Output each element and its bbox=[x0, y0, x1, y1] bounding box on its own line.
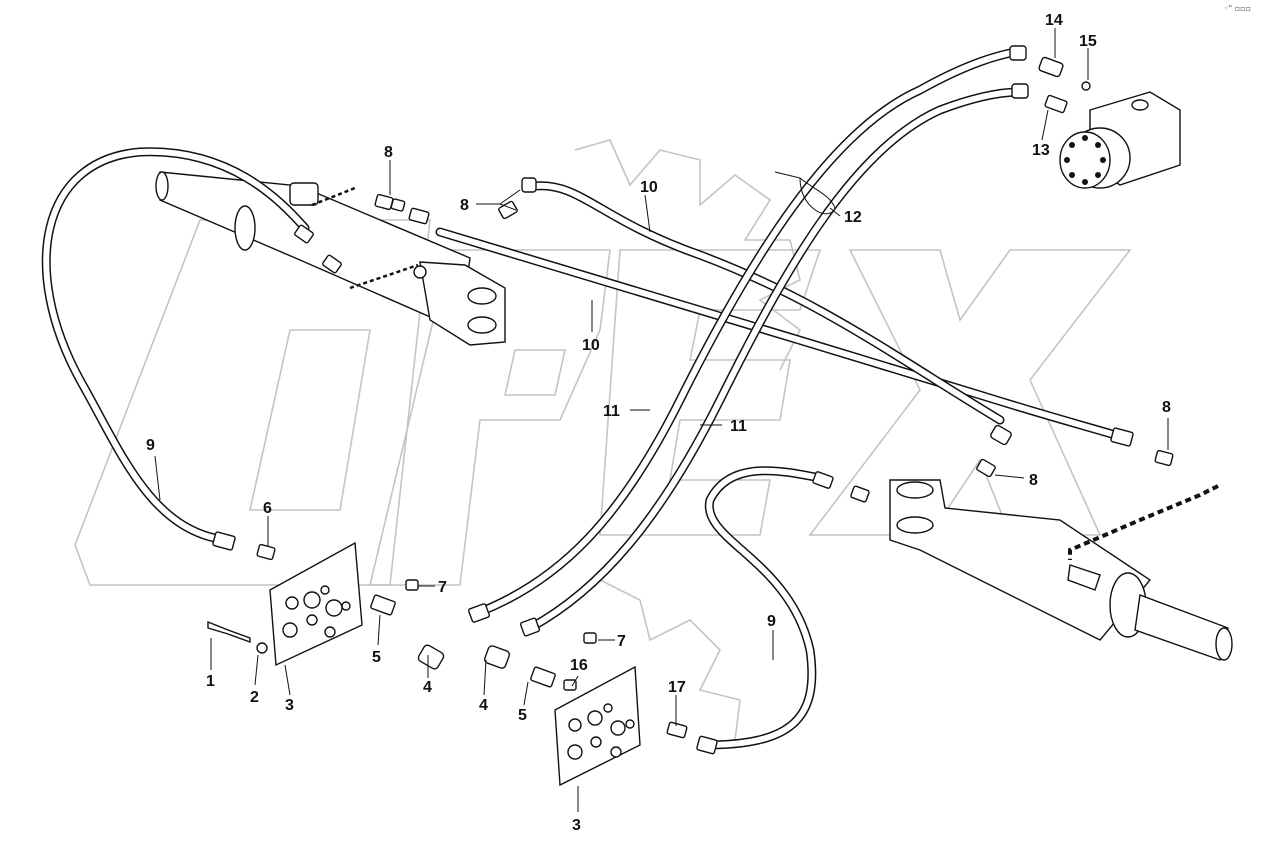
callouts: 1 2 3 3 4 4 5 5 6 7 7 8 8 8 8 9 9 10 10 … bbox=[146, 12, 1171, 834]
callout-3: 3 bbox=[285, 697, 294, 714]
callout-2: 2 bbox=[250, 689, 259, 706]
callout-6: 6 bbox=[263, 500, 272, 517]
watermark bbox=[74, 139, 1132, 741]
callout-12: 12 bbox=[844, 209, 862, 226]
callout-3: 3 bbox=[572, 817, 581, 834]
callout-7: 7 bbox=[617, 633, 626, 650]
callout-8: 8 bbox=[384, 144, 393, 161]
callout-11: 11 bbox=[730, 418, 747, 435]
callout-8: 8 bbox=[1162, 399, 1171, 416]
callout-14: 14 bbox=[1045, 12, 1063, 29]
fittings bbox=[207, 45, 1174, 755]
callout-9: 9 bbox=[146, 437, 155, 454]
upper-cylinder bbox=[155, 171, 506, 346]
callout-13: 13 bbox=[1032, 142, 1050, 159]
callout-10: 10 bbox=[582, 337, 600, 354]
hydraulic-motor bbox=[1059, 91, 1181, 189]
callout-7: 7 bbox=[438, 579, 447, 596]
lower-cylinder bbox=[889, 479, 1233, 661]
callout-10: 10 bbox=[640, 179, 658, 196]
callout-8: 8 bbox=[1029, 472, 1038, 489]
callout-11: 11 bbox=[603, 403, 620, 420]
callout-4: 4 bbox=[479, 697, 488, 714]
callout-5: 5 bbox=[372, 649, 381, 666]
leader-lines bbox=[154, 28, 1169, 812]
corner-code: ◦" ▫▫▫ bbox=[1223, 4, 1251, 13]
callout-1: 1 bbox=[206, 673, 215, 690]
hoses bbox=[41, 47, 1130, 750]
callout-4: 4 bbox=[423, 679, 432, 696]
callout-17: 17 bbox=[668, 679, 686, 696]
callout-16: 16 bbox=[570, 657, 588, 674]
callout-9: 9 bbox=[767, 613, 776, 630]
callout-8: 8 bbox=[460, 197, 469, 214]
callout-5: 5 bbox=[518, 707, 527, 724]
bulkhead-plates bbox=[269, 541, 641, 787]
callout-15: 15 bbox=[1079, 33, 1097, 50]
